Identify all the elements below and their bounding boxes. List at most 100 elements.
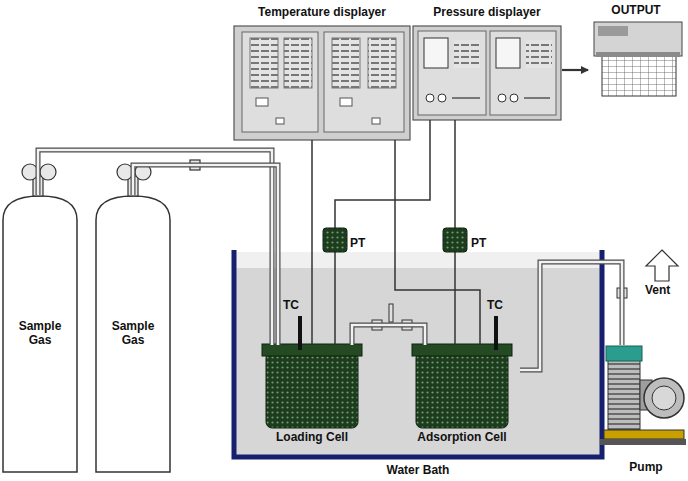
pump-art	[644, 378, 684, 418]
connector-line	[395, 140, 480, 345]
gas-pipe	[38, 150, 272, 345]
gas-cylinder-art	[3, 196, 77, 472]
pressure-transducer-art	[443, 228, 467, 252]
temperature-displayer-art	[276, 118, 284, 124]
printer-art	[594, 22, 682, 96]
node-label: OUTPUT	[611, 4, 660, 18]
gas-pipe	[352, 325, 425, 345]
connector-line	[335, 120, 430, 345]
node-label: Water Bath	[387, 464, 450, 478]
cell-art	[262, 344, 512, 428]
output-arrow	[562, 70, 588, 71]
temperature-displayer-art	[242, 32, 318, 132]
valve-art	[389, 304, 393, 322]
pressure-displayer-art	[452, 97, 550, 99]
gas-regulator-art	[40, 164, 56, 180]
pump-box: Pump	[606, 345, 686, 475]
water-bath-art	[236, 252, 600, 455]
pressure-displayer-art	[413, 26, 561, 120]
gas-pipe	[133, 165, 278, 345]
water-bath-art	[234, 250, 602, 457]
water-bath-art	[234, 250, 602, 457]
cell-art	[416, 352, 508, 428]
vent-arrow-art	[646, 250, 678, 281]
vent-arrow-art	[646, 250, 678, 281]
temperature-displayer-art	[234, 26, 410, 140]
tc-label: TC	[487, 298, 503, 312]
cell-art	[266, 352, 358, 428]
node-label: Sample Gas	[10, 320, 70, 348]
connector-line	[38, 150, 272, 345]
temperature-displayer-art	[372, 118, 380, 124]
gas-cylinder-art	[3, 196, 170, 472]
node-label: Pump	[629, 461, 662, 475]
temperature-displayer-art	[234, 26, 410, 140]
pt-label: PT	[471, 236, 486, 250]
pipe-bore	[133, 165, 278, 345]
pressure-displayer-art	[454, 40, 480, 68]
temperature-displayer-art	[256, 98, 268, 106]
connector-line	[562, 69, 588, 71]
printer-art	[602, 56, 676, 96]
water-bath: Water Bath Loading Cell Adsorption Cell	[232, 248, 604, 478]
pressure-transducer-art	[323, 228, 467, 252]
cell-art	[262, 344, 362, 356]
signal-wire	[312, 140, 313, 345]
pressure-displayer-art	[496, 38, 520, 68]
pump-art	[652, 386, 676, 410]
printer-art	[594, 22, 682, 56]
gas-cylinder: Sample Gas	[2, 195, 78, 472]
thermocouple-art	[298, 316, 498, 350]
pressure-displayer-art	[438, 94, 446, 102]
pressure-displayer-art	[424, 38, 448, 68]
water-bath-art	[236, 268, 600, 455]
pump-art	[600, 439, 686, 445]
printer-art	[596, 52, 680, 57]
pressure-displayer-art	[418, 31, 486, 115]
signal-wire	[395, 140, 480, 345]
displayer-box: Pressure displayer	[412, 6, 562, 120]
vent-label: Vent	[645, 283, 670, 297]
printer-box: OUTPUT	[588, 4, 684, 105]
pressure-displayer-art	[510, 94, 518, 102]
pressure-transducer-art	[323, 228, 347, 252]
pt-label: PT	[350, 236, 365, 250]
node-label: Pressure displayer	[433, 6, 540, 20]
pump-art	[600, 346, 686, 445]
gas-cylinder: Sample Gas	[95, 195, 171, 472]
pressure-displayer-art	[413, 26, 561, 120]
connector-line	[520, 262, 622, 370]
node-label: Adsorption Cell	[417, 431, 506, 445]
pump-art	[606, 346, 642, 361]
pump-art	[604, 430, 684, 439]
temperature-displayer-art	[250, 38, 278, 88]
cell: Loading Cell	[262, 345, 362, 445]
pressure-displayer-art	[490, 31, 556, 115]
temperature-displayer-art	[340, 98, 352, 106]
printer-art	[598, 26, 628, 36]
temperature-displayer-art	[284, 38, 312, 88]
pressure-displayer-art	[426, 94, 434, 102]
pipe-bore	[352, 325, 425, 345]
node-label: Loading Cell	[276, 431, 348, 445]
node-label: Temperature displayer	[258, 6, 386, 20]
connector-line	[352, 325, 425, 345]
displayer-box: Temperature displayer	[233, 6, 411, 140]
thermocouple-art	[298, 316, 302, 350]
signal-wire	[335, 120, 430, 345]
cell: Adsorption Cell	[404, 345, 520, 445]
temperature-displayer-art	[368, 38, 396, 88]
tc-label: TC	[283, 298, 299, 312]
connector-line	[133, 165, 278, 345]
node-label: Sample Gas	[103, 320, 163, 348]
pipe-bore	[38, 150, 272, 345]
temperature-displayer-art	[332, 38, 360, 88]
gas-pipe	[520, 262, 622, 370]
gas-cylinder-art	[96, 196, 170, 472]
pump-art	[608, 360, 640, 430]
connector-line	[311, 140, 313, 345]
pressure-displayer-art	[526, 40, 552, 68]
pressure-displayer-art	[498, 94, 506, 102]
pipe-bore	[520, 262, 622, 370]
